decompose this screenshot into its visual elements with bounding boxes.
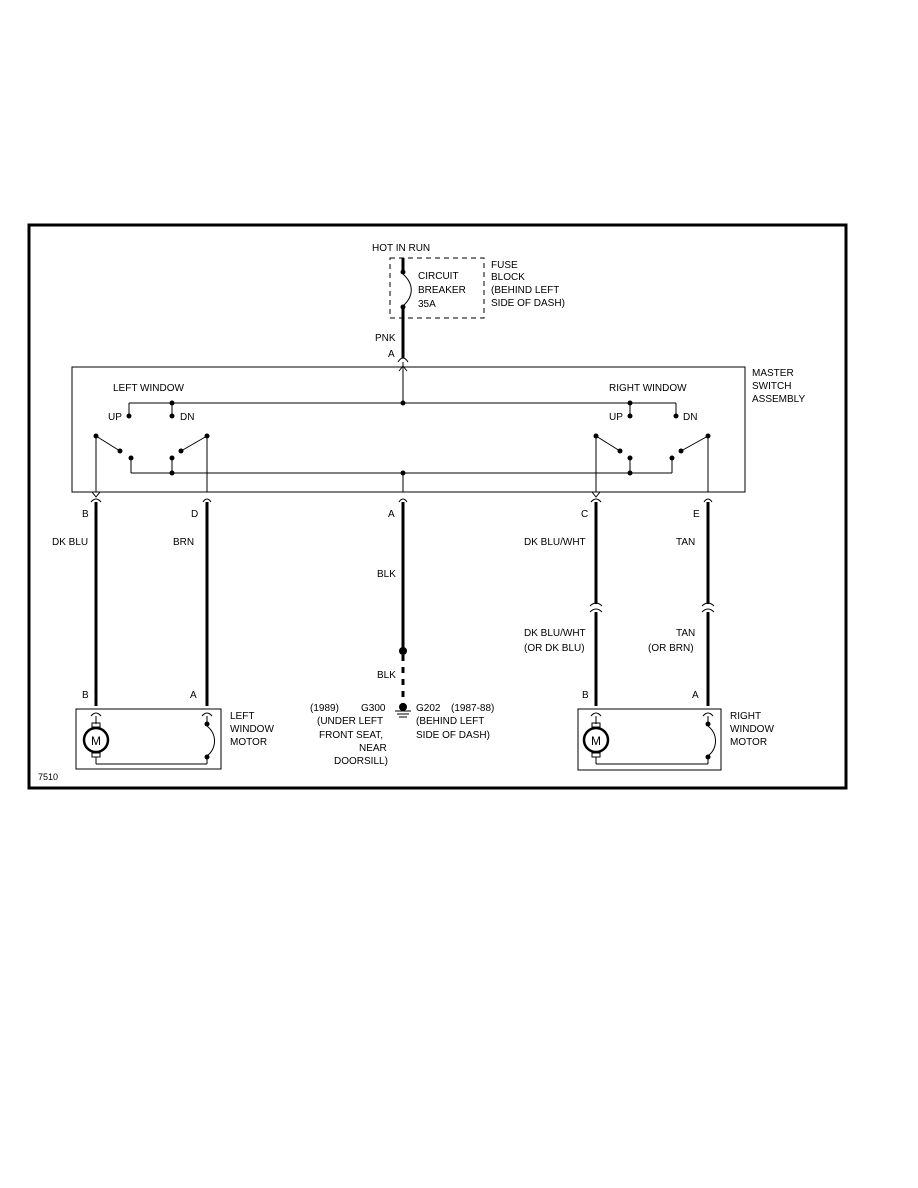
right-window-switch xyxy=(593,433,711,492)
left-motor-a-pin-label: A xyxy=(190,690,197,701)
right-e-pin-label: E xyxy=(693,509,700,520)
right-motor-b-pin-label: B xyxy=(582,690,589,701)
right-dn-label: DN xyxy=(683,412,697,423)
pnk-wire-label: PNK xyxy=(375,333,396,344)
breaker-label-1: CIRCUIT xyxy=(418,271,459,282)
dk-blu-wire-label: DK BLU xyxy=(52,537,88,548)
g300-year: (1989) xyxy=(310,703,339,714)
tan-wire-label: TAN xyxy=(676,537,695,548)
diagram-frame xyxy=(27,223,848,790)
left-d-pin-label: D xyxy=(191,509,198,520)
right-motor-label-3: MOTOR xyxy=(730,737,767,748)
left-motor-label-3: MOTOR xyxy=(230,737,267,748)
blk-upper-label: BLK xyxy=(377,569,396,580)
fuse-block-box xyxy=(389,257,485,319)
master-switch-label-2: SWITCH xyxy=(752,381,791,392)
left-up-label: UP xyxy=(108,412,122,423)
pnk-connector xyxy=(397,357,409,363)
master-switch-label-1: MASTER xyxy=(752,368,794,379)
figure-number: 7510 xyxy=(38,772,58,782)
left-window-switch xyxy=(93,433,210,492)
left-motor-label-1: LEFT xyxy=(230,711,254,722)
left-window-motor xyxy=(75,708,222,770)
left-motor-symbol: M xyxy=(91,734,101,748)
right-up-contact xyxy=(627,413,633,419)
left-window-switch-label: LEFT WINDOW xyxy=(113,383,184,394)
hot-in-run-label: HOT IN RUN xyxy=(372,243,430,254)
dk-blu-wht-wire-label: DK BLU/WHT xyxy=(524,537,586,548)
left-dn-contact xyxy=(169,413,175,419)
g300-loc-4: DOORSILL) xyxy=(334,756,388,767)
g202-loc-1: (BEHIND LEFT xyxy=(416,716,484,727)
fuse-block-label-4: SIDE OF DASH) xyxy=(491,298,565,309)
tan-inline-connector xyxy=(701,602,715,613)
right-motor-label-1: RIGHT xyxy=(730,711,761,722)
right-motor-label-2: WINDOW xyxy=(730,724,774,735)
left-motor-b-pin-label: B xyxy=(82,690,89,701)
g202-year: (1987-88) xyxy=(451,703,494,714)
left-motor-symbol-circle xyxy=(82,726,110,754)
left-motor-label-2: WINDOW xyxy=(230,724,274,735)
right-motor-symbol: M xyxy=(591,734,601,748)
g300-loc-1: (UNDER LEFT xyxy=(317,716,383,727)
fuse-block-label-3: (BEHIND LEFT xyxy=(491,285,559,296)
blk-lower-label: BLK xyxy=(377,670,396,681)
switch-connectors xyxy=(90,491,713,503)
breaker-rating: 35A xyxy=(418,299,436,310)
fuse-block-label-2: BLOCK xyxy=(491,272,525,283)
tan-alt-label-2: (OR BRN) xyxy=(648,643,694,654)
g202-loc-2: SIDE OF DASH) xyxy=(416,730,490,741)
right-dn-contact xyxy=(673,413,679,419)
right-window-switch-label: RIGHT WINDOW xyxy=(609,383,687,394)
dk-blu-wht-alt-label-2: (OR DK BLU) xyxy=(524,643,585,654)
tan-alt-label-1: TAN xyxy=(676,628,695,639)
g202-label: G202 xyxy=(416,703,441,714)
right-window-motor xyxy=(577,708,722,771)
right-motor-a-pin-label: A xyxy=(692,690,699,701)
g300-loc-3: NEAR xyxy=(359,743,387,754)
right-c-pin-label: C xyxy=(581,509,588,520)
dk-blu-wht-inline-connector xyxy=(589,602,603,613)
breaker-label-2: BREAKER xyxy=(418,285,466,296)
pnk-pin-label: A xyxy=(388,349,395,360)
ground-symbol xyxy=(395,703,411,718)
blk-splice xyxy=(399,647,407,655)
right-up-label: UP xyxy=(609,412,623,423)
g300-label: G300 xyxy=(361,703,386,714)
left-up-contact xyxy=(126,413,132,419)
ground-pin-label: A xyxy=(388,509,395,520)
switch-internal-feed xyxy=(128,362,677,415)
master-switch-label-3: ASSEMBLY xyxy=(752,394,805,405)
left-dn-label: DN xyxy=(180,412,194,423)
g300-loc-2: FRONT SEAT, xyxy=(319,730,383,741)
dk-blu-wht-alt-label-1: DK BLU/WHT xyxy=(524,628,586,639)
left-b-pin-label: B xyxy=(82,509,89,520)
circuit-breaker-symbol xyxy=(400,258,412,318)
fuse-block-label-1: FUSE xyxy=(491,260,518,271)
switch-ground-bus xyxy=(131,470,672,492)
master-switch-box xyxy=(71,366,746,493)
right-motor-symbol-circle xyxy=(582,726,610,754)
brn-wire-label: BRN xyxy=(173,537,194,548)
